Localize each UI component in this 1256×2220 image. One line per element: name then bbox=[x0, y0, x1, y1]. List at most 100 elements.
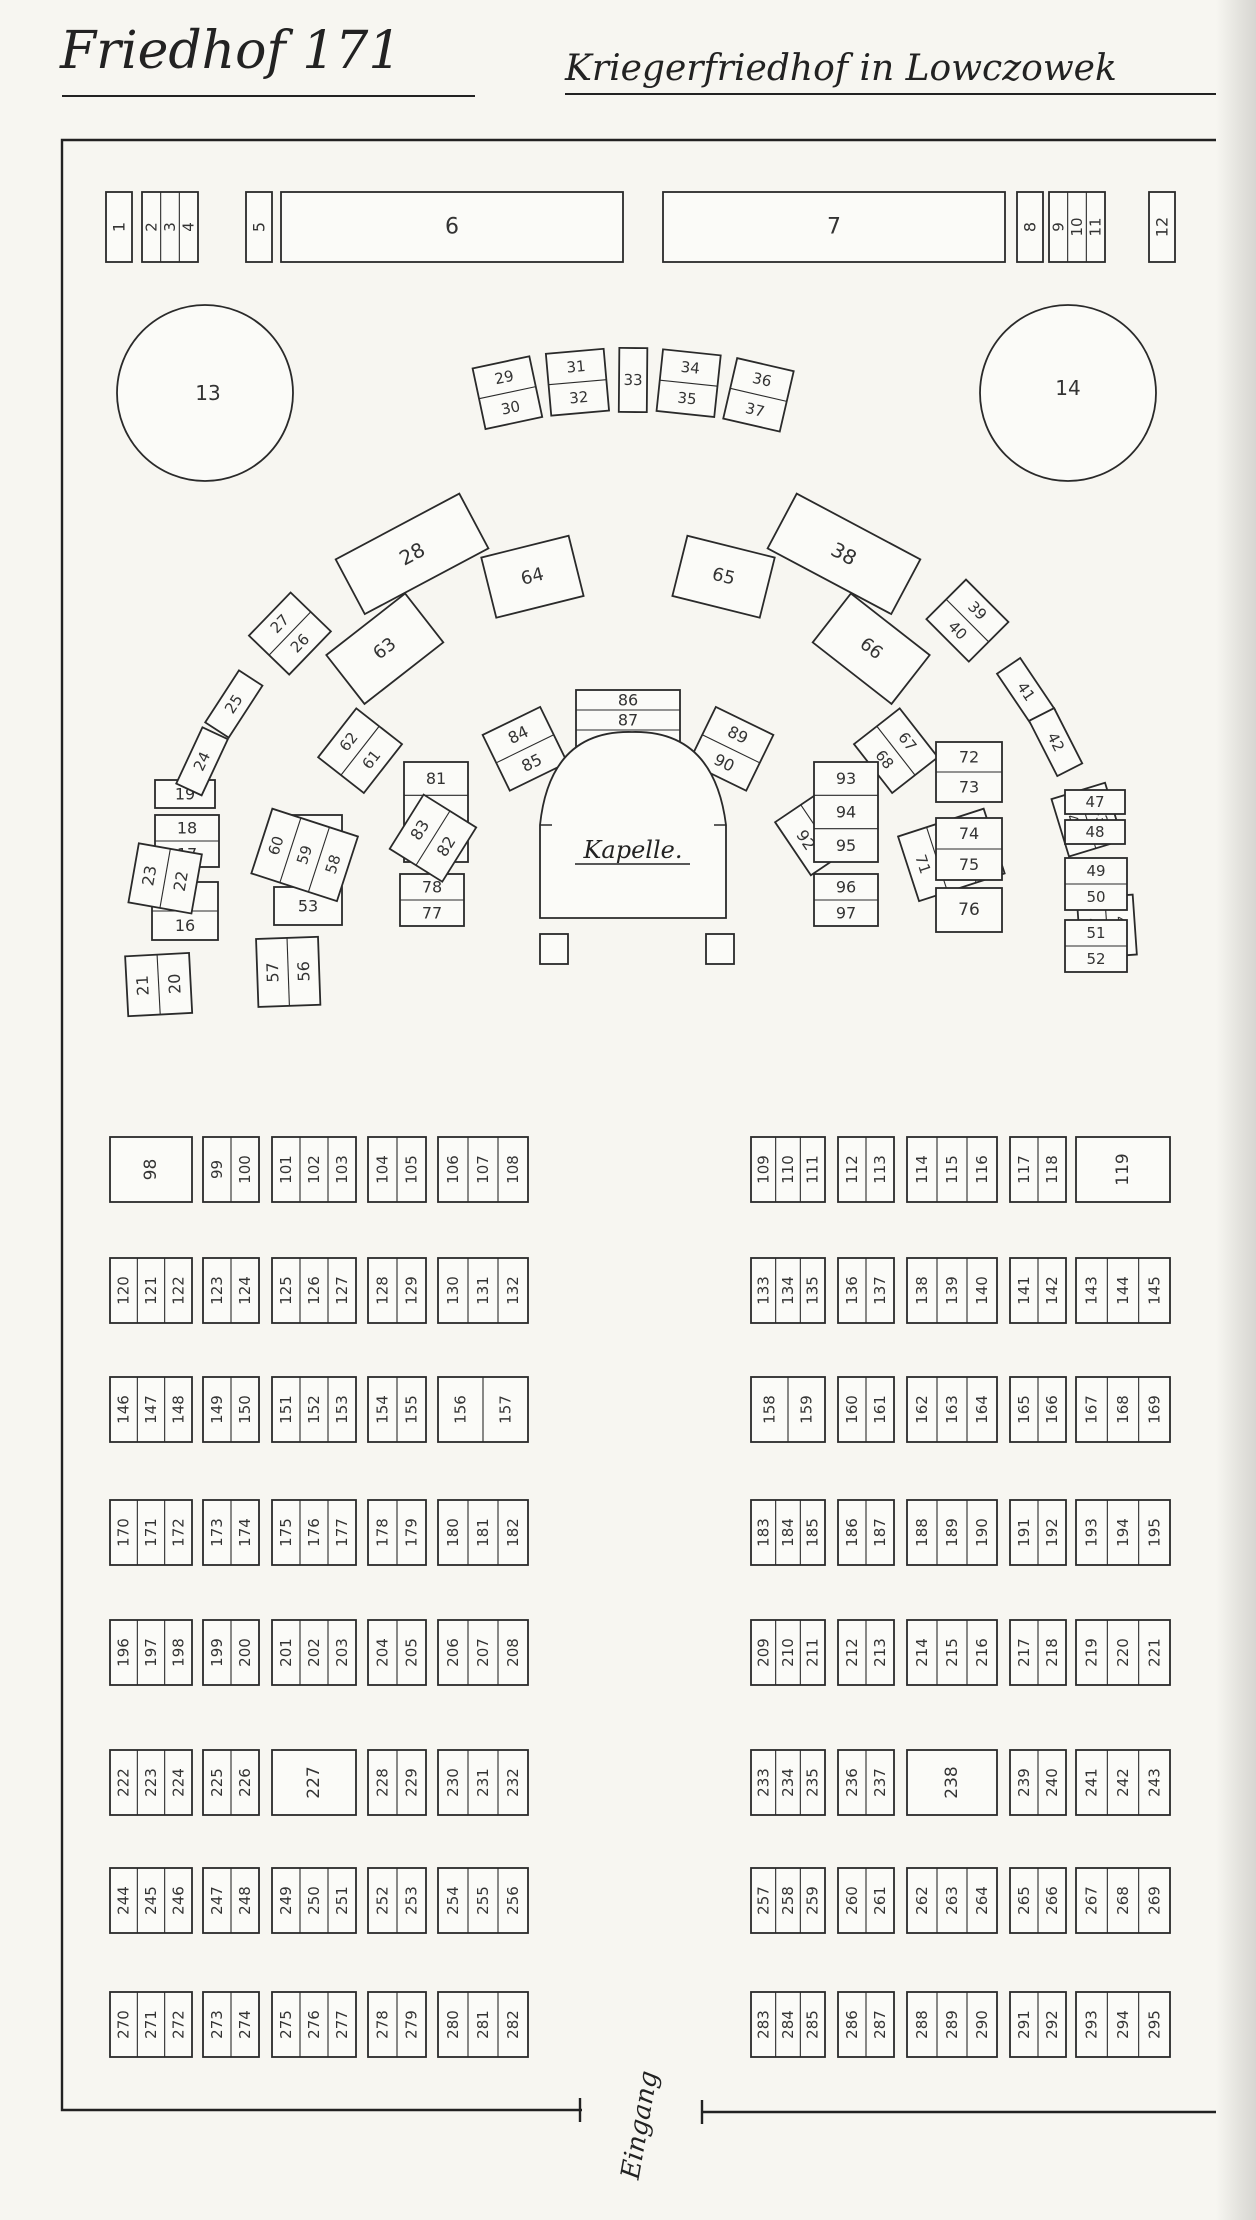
plot-number: 281 bbox=[474, 2010, 492, 2039]
plot-number: 130 bbox=[444, 1276, 462, 1305]
plot-number: 52 bbox=[1086, 950, 1105, 968]
plot-outline bbox=[175, 726, 230, 797]
plot-outline bbox=[1027, 706, 1084, 778]
plot-number: 192 bbox=[1043, 1518, 1061, 1547]
plot-number: 254 bbox=[444, 1886, 462, 1915]
plot-number: 197 bbox=[142, 1638, 160, 1667]
grave-plot: 112 113 bbox=[837, 1136, 895, 1203]
plot-number: 124 bbox=[236, 1276, 254, 1305]
plot-number: 112 bbox=[843, 1155, 861, 1184]
plot-number: 293 bbox=[1083, 2010, 1101, 2039]
plot-number: 221 bbox=[1145, 1638, 1163, 1667]
plot-number: 103 bbox=[333, 1155, 351, 1184]
plot-number: 232 bbox=[504, 1768, 522, 1797]
plot-outline bbox=[750, 1499, 826, 1566]
chapel-outline bbox=[539, 731, 727, 919]
plot-outline bbox=[271, 1257, 357, 1324]
plot-outline bbox=[1075, 1991, 1171, 2058]
plot-number: 165 bbox=[1015, 1395, 1033, 1424]
plot-divider bbox=[659, 379, 718, 387]
plot-number: 276 bbox=[305, 2010, 323, 2039]
plot-divider bbox=[702, 734, 761, 764]
plot-divider bbox=[478, 386, 536, 400]
plot-outline bbox=[766, 492, 922, 616]
plot-number: 203 bbox=[333, 1638, 351, 1667]
plot-number: 171 bbox=[142, 1518, 160, 1547]
plot-number: 230 bbox=[444, 1768, 462, 1797]
plot-number: 277 bbox=[333, 2010, 351, 2039]
grave-plot: 65 bbox=[671, 534, 776, 619]
plot-number: 115 bbox=[943, 1155, 961, 1184]
plot-number: 146 bbox=[115, 1395, 133, 1424]
plot-number: 245 bbox=[142, 1886, 160, 1915]
plot-number: 164 bbox=[973, 1395, 991, 1424]
plot-outline bbox=[437, 1136, 529, 1203]
plot-number: 104 bbox=[374, 1155, 392, 1184]
plot-number: 157 bbox=[497, 1395, 515, 1424]
plot-outline bbox=[750, 1257, 826, 1324]
plot-number: 32 bbox=[569, 388, 590, 408]
plot-number: 5 bbox=[250, 222, 269, 232]
plot-number: 243 bbox=[1145, 1768, 1163, 1797]
plot-number: 154 bbox=[374, 1395, 392, 1424]
plot-outline bbox=[437, 1867, 529, 1934]
grave-plot: 123 124 bbox=[202, 1257, 260, 1324]
plot-number: 105 bbox=[403, 1155, 421, 1184]
plot-number: 182 bbox=[504, 1518, 522, 1547]
plot-number: 256 bbox=[504, 1886, 522, 1915]
plot-outline bbox=[334, 492, 490, 616]
grave-plot: 48 bbox=[1064, 819, 1126, 845]
plot-number: 186 bbox=[843, 1518, 861, 1547]
plot-number: 148 bbox=[169, 1395, 187, 1424]
plot-outline bbox=[750, 1991, 826, 2058]
plot-outline bbox=[617, 346, 649, 414]
plot-number: 100 bbox=[236, 1155, 254, 1184]
grave-plot: 227 bbox=[271, 1749, 357, 1816]
plot-number: 123 bbox=[208, 1276, 226, 1305]
plot-number: 2 bbox=[142, 222, 160, 232]
plot-divider bbox=[495, 734, 554, 764]
plot-outline bbox=[1075, 1749, 1171, 1816]
plot-number: 241 bbox=[1083, 1768, 1101, 1797]
plot-outline bbox=[906, 1749, 998, 1816]
plot-number: 102 bbox=[305, 1155, 323, 1184]
plot-outline bbox=[280, 191, 624, 263]
plot-number: 227 bbox=[304, 1766, 324, 1798]
plot-divider bbox=[415, 810, 451, 866]
plot-outline bbox=[109, 1136, 193, 1203]
plot-number: 36 bbox=[751, 369, 774, 391]
plot-outline bbox=[906, 1257, 998, 1324]
plot-number: 16 bbox=[175, 916, 195, 935]
plot-number: 205 bbox=[403, 1638, 421, 1667]
plot-number: 14 bbox=[1055, 376, 1080, 400]
plot-divider bbox=[548, 379, 607, 386]
plot-number: 9 bbox=[1049, 222, 1067, 232]
plot-number: 287 bbox=[871, 2010, 889, 2039]
plot-number: 31 bbox=[566, 357, 587, 377]
plot-number: 113 bbox=[871, 1155, 889, 1184]
plot-number: 250 bbox=[305, 1886, 323, 1915]
plot-number: 238 bbox=[942, 1766, 962, 1798]
plot-outline bbox=[906, 1376, 998, 1443]
